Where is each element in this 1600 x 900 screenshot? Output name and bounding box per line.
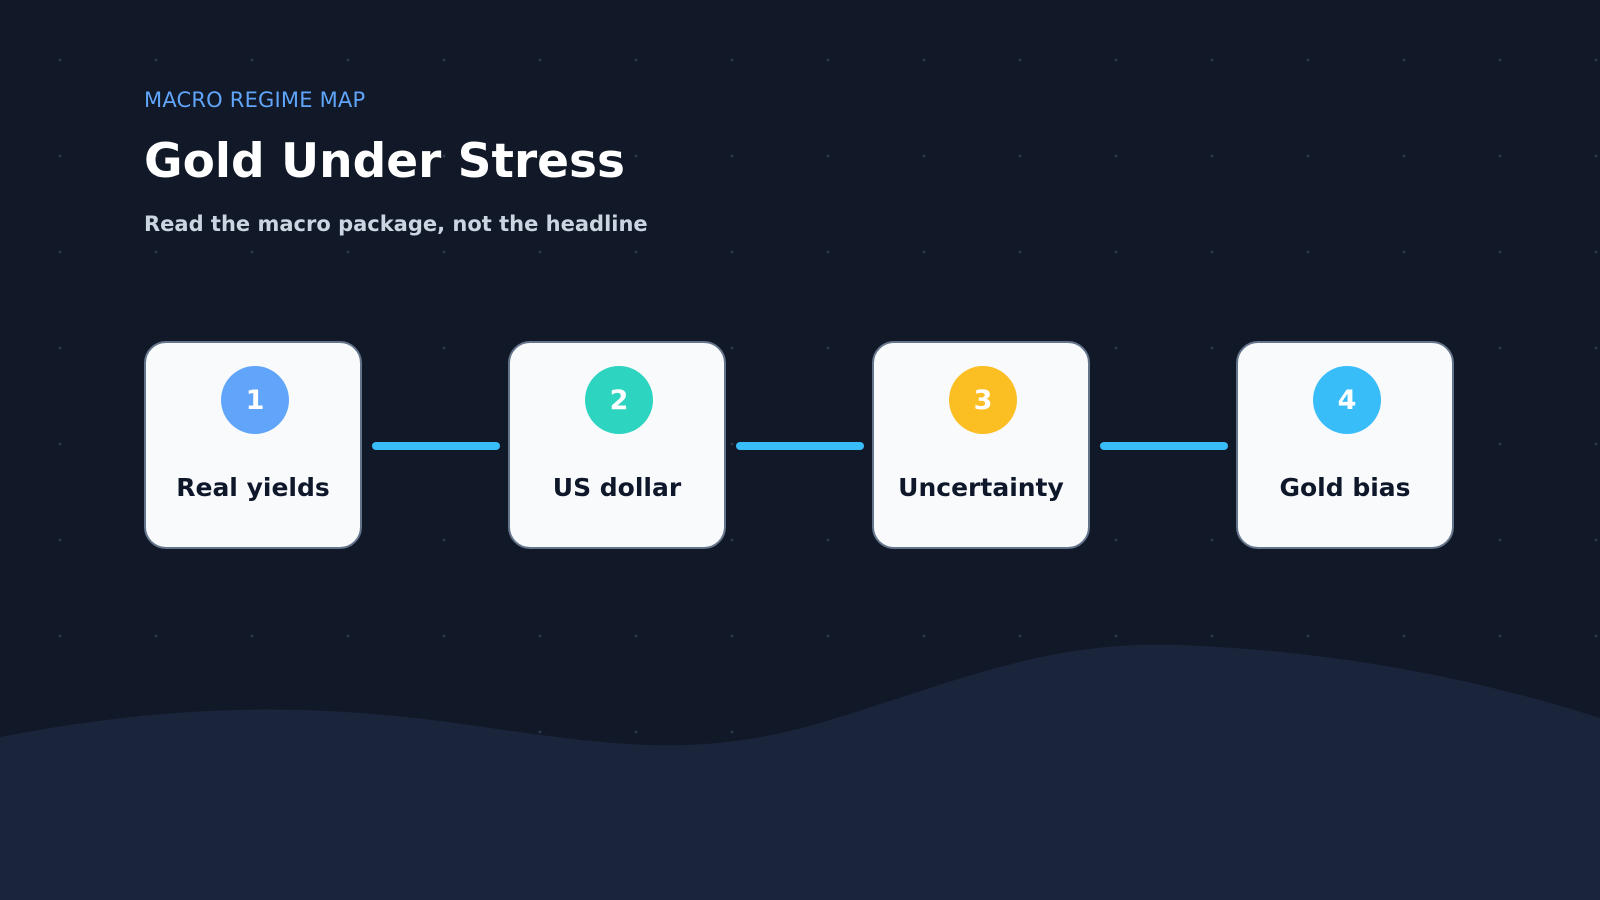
connector-2-3 [736, 442, 864, 450]
page-subtitle: Read the macro package, not the headline [144, 212, 648, 236]
page-title: Gold Under Stress [144, 134, 625, 189]
connector-1-2 [372, 442, 500, 450]
flow-diagram: 1 Real yields 2 US dollar 3 Uncertainty … [144, 341, 1456, 551]
step-number-badge: 2 [585, 366, 653, 434]
step-number-badge: 3 [949, 366, 1017, 434]
step-label: Uncertainty [898, 473, 1064, 502]
step-number-badge: 4 [1313, 366, 1381, 434]
step-card-gold-bias: 4 Gold bias [1236, 341, 1454, 549]
connector-3-4 [1100, 442, 1228, 450]
step-label: US dollar [552, 473, 682, 502]
step-number-badge: 1 [221, 366, 289, 434]
step-card-us-dollar: 2 US dollar [508, 341, 726, 549]
step-label: Real yields [176, 473, 330, 502]
header: MACRO REGIME MAP Gold Under Stress Read … [144, 86, 648, 238]
step-card-real-yields: 1 Real yields [144, 341, 362, 549]
step-label: Gold bias [1279, 473, 1411, 502]
step-card-uncertainty: 3 Uncertainty [872, 341, 1090, 549]
kicker-label: MACRO REGIME MAP [144, 88, 366, 112]
